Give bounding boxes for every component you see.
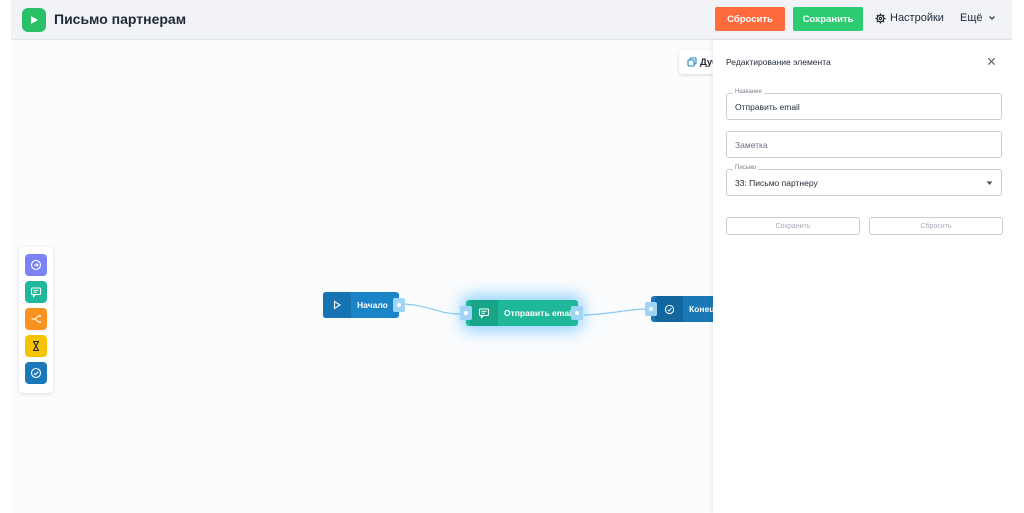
- node-start[interactable]: Начало: [323, 292, 405, 318]
- play-logo-icon[interactable]: [22, 8, 46, 32]
- copy-icon: [687, 57, 697, 67]
- check-circle-icon: [664, 304, 674, 314]
- node-email-output-port[interactable]: [571, 306, 583, 320]
- save-button[interactable]: Сохранить: [793, 7, 863, 31]
- tool-end[interactable]: [25, 362, 47, 384]
- tool-message[interactable]: [25, 281, 47, 303]
- node-start-label: Начало: [357, 300, 388, 310]
- element-toolbar: [19, 247, 53, 393]
- left-edge: [0, 0, 11, 513]
- circle-arrow-icon: [30, 259, 42, 271]
- name-field-label: Название: [733, 89, 764, 95]
- duplicate-button[interactable]: Дуб: [679, 50, 713, 74]
- edge-start-email: [404, 303, 461, 315]
- connection-lines: [404, 303, 646, 316]
- duplicate-label: Дуб: [700, 56, 713, 68]
- node-email-icon-box: [470, 300, 498, 326]
- message-icon: [478, 308, 490, 319]
- letter-select-value: 33: Письмо партнеру: [735, 178, 818, 188]
- tool-split[interactable]: [25, 308, 47, 330]
- chevron-down-icon: [988, 16, 995, 20]
- play-icon: [333, 300, 342, 310]
- node-end-icon-box: [655, 296, 683, 322]
- note-input[interactable]: [735, 140, 985, 150]
- node-send-email[interactable]: Отправить email: [460, 300, 583, 326]
- letter-select[interactable]: Письмо 33: Письмо партнеру: [726, 165, 1002, 196]
- node-end[interactable]: Конец: [645, 296, 713, 322]
- node-email-input-port[interactable]: [460, 306, 472, 320]
- edit-element-panel: Редактирование элемента Название Письмо …: [713, 40, 1012, 513]
- edge-email-end: [583, 308, 646, 316]
- gear-icon: [875, 12, 886, 24]
- panel-reset-button[interactable]: Сбросить: [869, 217, 1003, 235]
- node-start-icon-box: [323, 292, 351, 318]
- more-menu-button[interactable]: Ещё: [960, 12, 996, 24]
- reset-button[interactable]: Сбросить: [715, 7, 785, 31]
- name-input[interactable]: [735, 102, 985, 112]
- more-label: Ещё: [960, 12, 983, 24]
- close-icon[interactable]: [984, 54, 998, 68]
- node-end-input-port[interactable]: [645, 302, 657, 316]
- node-start-output-port[interactable]: [393, 298, 405, 312]
- tool-start[interactable]: [25, 254, 47, 276]
- panel-title: Редактирование элемента: [726, 57, 831, 67]
- note-field[interactable]: [726, 131, 1002, 158]
- letter-select-label: Письмо: [733, 165, 759, 171]
- check-circle-icon: [30, 367, 42, 379]
- node-end-label: Конец: [689, 304, 713, 314]
- settings-button[interactable]: Настройки: [875, 12, 944, 24]
- tool-wait[interactable]: [25, 335, 47, 357]
- node-email-label: Отправить email: [504, 308, 574, 318]
- header-bar: Письмо партнерам Сбросить Сохранить Наст…: [11, 0, 1012, 40]
- split-icon: [31, 315, 41, 323]
- right-edge: [1012, 0, 1024, 513]
- panel-save-button[interactable]: Сохранить: [726, 217, 860, 235]
- settings-label: Настройки: [890, 12, 944, 24]
- message-icon: [30, 287, 42, 298]
- name-field[interactable]: Название: [726, 89, 1002, 120]
- hourglass-icon: [33, 340, 39, 352]
- page-title: Письмо партнерам: [54, 11, 187, 27]
- workflow-canvas[interactable]: Дуб Начало: [11, 40, 713, 513]
- caret-down-icon: [986, 181, 993, 185]
